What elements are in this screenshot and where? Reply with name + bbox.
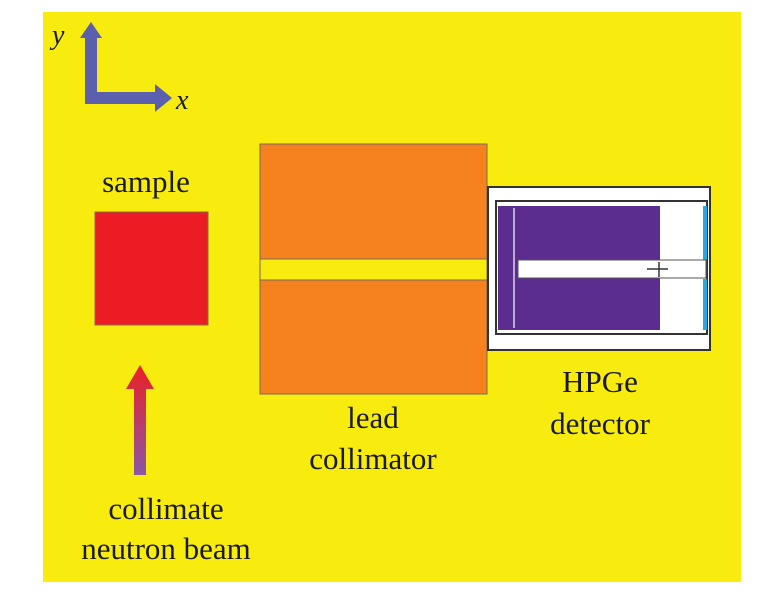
detector-label-line2: detector bbox=[550, 406, 651, 441]
detector-window bbox=[703, 206, 707, 260]
x-axis-arrow bbox=[85, 84, 172, 112]
detector-inner-frame bbox=[495, 200, 708, 335]
collimator-slit bbox=[259, 258, 488, 281]
collimator-label-line2: collimator bbox=[309, 441, 437, 476]
y-axis-arrow bbox=[80, 22, 102, 92]
lead-collimator bbox=[259, 143, 488, 395]
beam-label-line1: collimate bbox=[108, 491, 223, 526]
beam-label-line2: neutron beam bbox=[81, 531, 251, 566]
sample bbox=[94, 211, 209, 326]
detector-window bbox=[703, 279, 707, 330]
detector-label-line1: HPGe bbox=[562, 364, 638, 399]
hpge-detector bbox=[487, 186, 711, 351]
neutron-beam-arrow bbox=[126, 365, 154, 475]
collimator-upper-block bbox=[259, 143, 488, 260]
collimator-lower-block bbox=[259, 279, 488, 395]
axes-icon: y x bbox=[49, 20, 189, 116]
x-axis-label: x bbox=[175, 85, 189, 116]
detector-core-hole bbox=[517, 259, 707, 279]
y-axis-label: y bbox=[49, 20, 65, 51]
sample-label: sample bbox=[102, 164, 190, 199]
collimator-label-line1: lead bbox=[347, 400, 399, 435]
